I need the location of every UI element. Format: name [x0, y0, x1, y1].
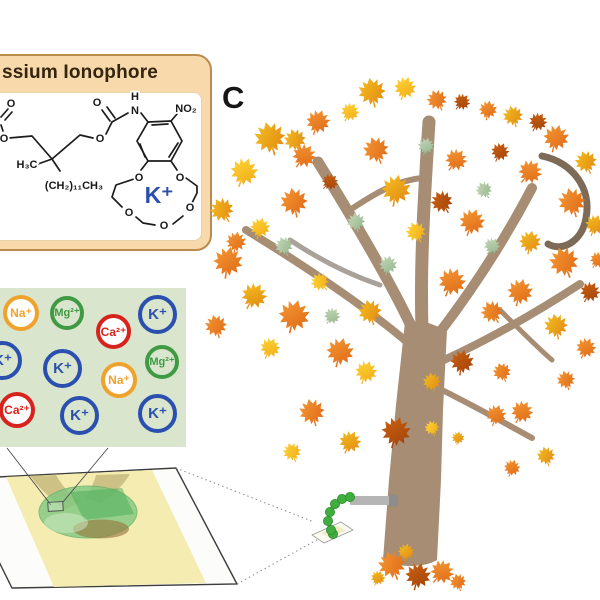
- maple-leaf: [205, 193, 240, 228]
- atom-o: O: [93, 97, 102, 109]
- maple-leaf: [454, 205, 489, 241]
- sap-sensor-assembly: [311, 491, 398, 544]
- molecule-bonds: [0, 106, 198, 226]
- maple-leaf: [296, 395, 329, 430]
- sensor-bead: [329, 498, 340, 509]
- ion-circle-ca: Ca²⁺: [96, 314, 131, 349]
- alkyl-chain-label: (CH₂)₁₁CH₃: [45, 180, 103, 192]
- ion-circle-k: K⁺: [138, 394, 177, 433]
- maple-leaf: [274, 296, 314, 338]
- maple-leaf: [585, 248, 600, 273]
- maple-leaf: [534, 444, 558, 469]
- maple-leaf: [487, 139, 513, 166]
- maple-leaf: [439, 144, 472, 177]
- maple-leaf: [250, 118, 290, 160]
- maple-leaf: [210, 244, 246, 281]
- maple-leaf: [319, 304, 344, 329]
- atom-h: H: [131, 91, 139, 103]
- magnified-region-marker: [47, 501, 64, 512]
- maple-leaf: [449, 90, 474, 115]
- molecule-atom-labels: O O H₃C (CH₂)₁₁CH₃ O O H N NO₂ O O O O O…: [0, 90, 199, 234]
- maple-leaf: [278, 185, 311, 220]
- maple-leaf: [554, 368, 578, 393]
- maple-leaf: [351, 357, 381, 388]
- nitro-group-label: NO₂: [175, 103, 197, 115]
- ion-circle-mg: Mg²⁺: [50, 296, 84, 330]
- atom-h3c: H₃C: [17, 159, 38, 171]
- maple-leaf: [356, 75, 389, 110]
- ion-circle-na: Na⁺: [101, 362, 137, 398]
- atom-o: O: [160, 220, 169, 232]
- droplet-highlight: [44, 513, 88, 533]
- maple-leaf: [503, 275, 536, 310]
- sensor-beads: [323, 491, 355, 539]
- maple-leaf: [423, 86, 451, 115]
- panel-label-c: C: [222, 80, 245, 115]
- ionophore-card: ssium Ionophore: [0, 54, 212, 251]
- sensor-bead: [323, 515, 334, 526]
- ion-circle-mg: Mg²⁺: [145, 345, 179, 379]
- maple-leaf: [322, 334, 357, 371]
- magnification-leader-lines: [6, 447, 109, 512]
- ion-circle-k: K⁺: [43, 349, 82, 388]
- maple-leaf: [336, 99, 363, 126]
- sensor-bead: [344, 491, 355, 502]
- maple-leaf: [500, 103, 526, 130]
- ionophore-structure-diagram: O O H₃C (CH₂)₁₁CH₃ O O H N NO₂ O O O O O…: [0, 90, 199, 234]
- sensor-bead: [325, 506, 336, 517]
- maple-leaf: [256, 334, 284, 363]
- maple-leaf: [359, 133, 394, 169]
- sensor-bead: [326, 524, 337, 535]
- maple-leaf: [524, 109, 551, 136]
- atom-o: O: [135, 172, 144, 184]
- maple-leaf: [334, 426, 365, 458]
- molecule-panel: [0, 92, 202, 241]
- maple-leaf: [280, 439, 305, 465]
- autumn-tree-illustration: [202, 73, 600, 594]
- atom-o: O: [176, 172, 185, 184]
- maple-leaf: [390, 73, 419, 104]
- atom-o: O: [0, 133, 9, 145]
- potassium-ion-label: K⁺: [145, 182, 174, 208]
- maple-leaf: [450, 430, 466, 447]
- maple-leaf: [225, 153, 262, 192]
- card-title: ssium Ionophore: [2, 62, 159, 83]
- sensor-sheet-illustration: [0, 447, 323, 589]
- ion-selective-membrane: [70, 488, 134, 520]
- maple-leaf: [302, 106, 334, 139]
- ion-mixture-box: Na⁺Mg²⁺Ca²⁺K⁺K⁺K⁺Na⁺Mg²⁺Ca²⁺K⁺K⁺: [0, 288, 186, 447]
- ion-circle-na: Na⁺: [3, 295, 39, 331]
- maple-leaf: [490, 359, 515, 385]
- maple-leaf: [472, 178, 496, 203]
- maple-leaf: [367, 567, 388, 589]
- maple-leaf: [517, 228, 543, 257]
- atom-o: O: [186, 202, 195, 214]
- maple-leaf: [572, 334, 600, 363]
- atom-o: O: [96, 133, 105, 145]
- maple-leaf: [477, 98, 499, 122]
- ion-circle-k: K⁺: [60, 396, 99, 435]
- maple-leaf: [426, 186, 458, 219]
- atom-o: O: [7, 98, 16, 110]
- maple-leaf: [202, 312, 230, 341]
- ion-circle-ca: Ca²⁺: [0, 392, 35, 428]
- atom-o: O: [125, 207, 134, 219]
- ion-circle-k: K⁺: [138, 295, 177, 334]
- ion-circle-k: K⁺: [0, 341, 22, 380]
- atom-n: N: [131, 105, 139, 117]
- maple-leaf: [501, 457, 523, 480]
- probe-end-cap: [389, 494, 398, 507]
- maple-leaf: [235, 278, 272, 316]
- maple-leaf: [542, 311, 571, 342]
- sensor-probe-bar: [350, 496, 392, 505]
